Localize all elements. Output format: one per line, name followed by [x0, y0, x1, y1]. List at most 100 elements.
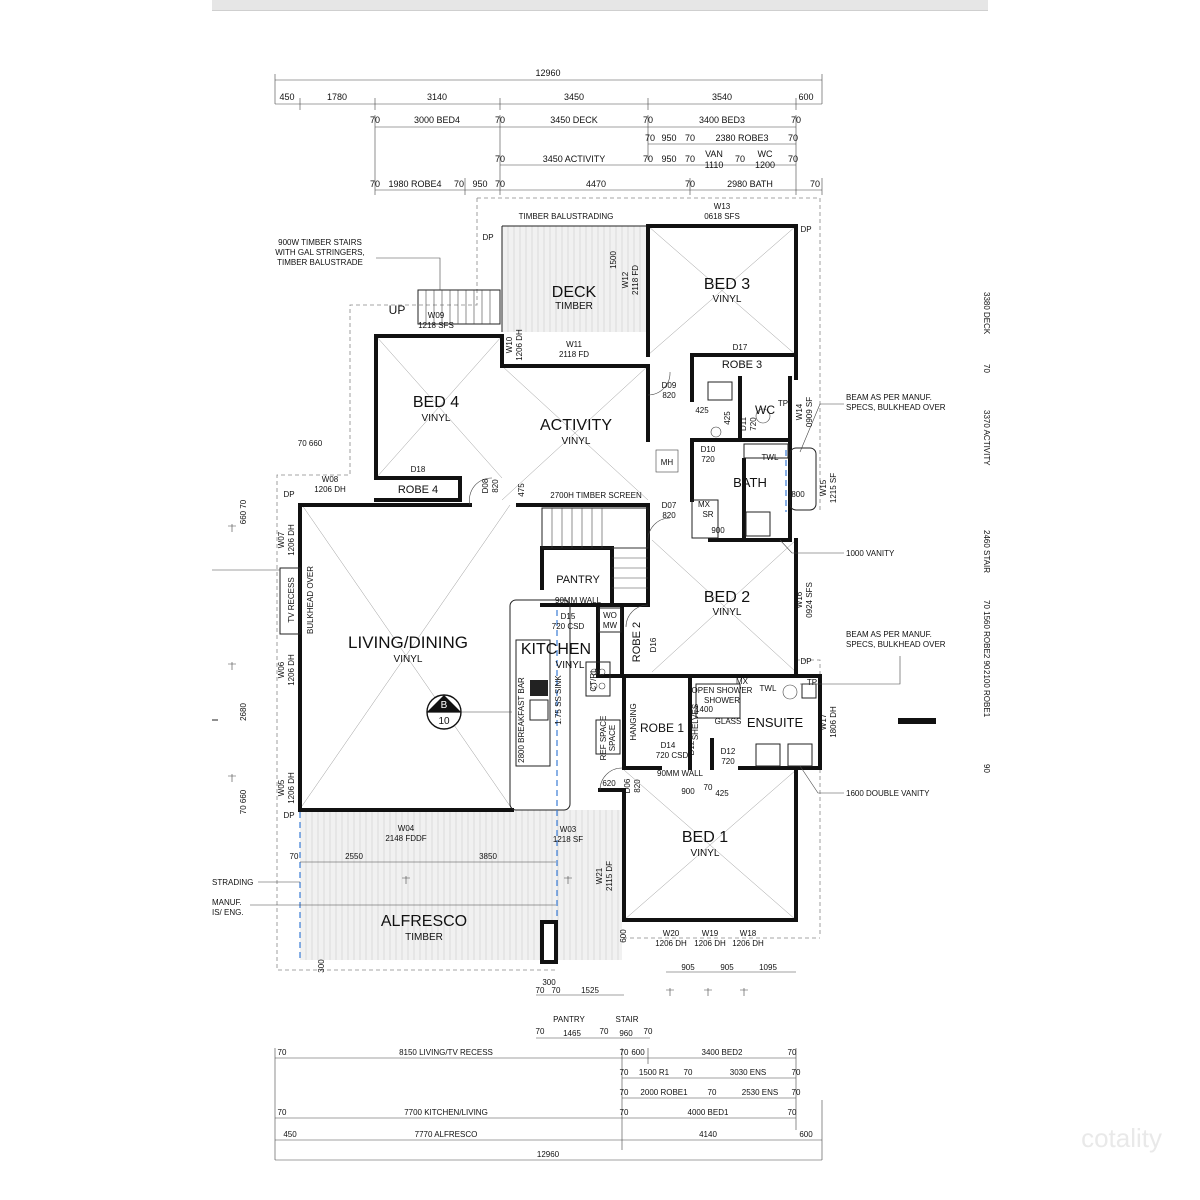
svg-text:70: 70 — [791, 115, 801, 125]
dim-3450: 3450 — [564, 92, 584, 102]
svg-text:820: 820 — [491, 479, 500, 493]
svg-text:3380 DECK: 3380 DECK — [982, 292, 991, 335]
svg-text:70: 70 — [552, 986, 561, 995]
svg-text:REF SPACE: REF SPACE — [599, 716, 608, 761]
dim-1780: 1780 — [327, 92, 347, 102]
svg-text:70: 70 — [792, 1068, 801, 1077]
svg-text:D11: D11 — [739, 416, 748, 431]
svg-text:2700H TIMBER SCREEN: 2700H TIMBER SCREEN — [550, 491, 642, 500]
svg-text:660 70: 660 70 — [239, 499, 248, 524]
svg-text:SPECS, BULKHEAD OVER: SPECS, BULKHEAD OVER — [846, 403, 946, 412]
svg-text:475: 475 — [517, 483, 526, 497]
svg-text:70: 70 — [495, 154, 505, 164]
svg-text:70: 70 — [620, 1108, 629, 1117]
svg-text:70: 70 — [704, 783, 713, 792]
svg-text:DP: DP — [283, 811, 294, 820]
svg-text:D10: D10 — [701, 445, 716, 454]
dim-deck: 3450 DECK — [550, 115, 598, 125]
svg-text:70: 70 — [620, 1068, 629, 1077]
svg-text:1525: 1525 — [581, 986, 599, 995]
svg-text:W18: W18 — [740, 929, 757, 938]
svg-text:820: 820 — [662, 511, 676, 520]
svg-text:70: 70 — [620, 1048, 629, 1057]
svg-text:90: 90 — [982, 764, 991, 773]
svg-text:VINYL: VINYL — [691, 848, 720, 859]
interior-fixtures — [279, 289, 817, 960]
svg-text:W20: W20 — [663, 929, 680, 938]
svg-text:70: 70 — [536, 986, 545, 995]
svg-text:D12: D12 — [687, 740, 696, 755]
svg-text:900: 900 — [711, 526, 725, 535]
svg-text:900W TIMBER STAIRS: 900W TIMBER STAIRS — [278, 238, 362, 247]
svg-text:SHOWER: SHOWER — [704, 696, 740, 705]
svg-text:1600 DOUBLE VANITY: 1600 DOUBLE VANITY — [846, 789, 930, 798]
svg-text:70: 70 — [788, 133, 798, 143]
dim-living-tv: 8150 LIVING/TV RECESS — [399, 1048, 493, 1057]
svg-text:4470: 4470 — [586, 179, 606, 189]
svg-text:VINYL: VINYL — [562, 436, 591, 447]
svg-text:70: 70 — [708, 1088, 717, 1097]
dim-bed2: 3400 BED2 — [702, 1048, 743, 1057]
svg-text:720: 720 — [701, 455, 715, 464]
deck-area — [501, 225, 648, 332]
svg-text:SHELVES: SHELVES — [691, 704, 700, 740]
svg-text:D08: D08 — [481, 478, 490, 493]
svg-text:70 660: 70 660 — [298, 439, 323, 448]
svg-text:425: 425 — [695, 406, 709, 415]
svg-text:1206 DH: 1206 DH — [655, 939, 687, 948]
dim-robe4: 1980 ROBE4 — [388, 179, 441, 189]
svg-text:IS/ ENG.: IS/ ENG. — [212, 908, 244, 917]
svg-text:70: 70 — [788, 1108, 797, 1117]
dim-kitchen-living: 7700 KITCHEN/LIVING — [404, 1108, 488, 1117]
svg-text:450: 450 — [283, 1130, 297, 1139]
svg-text:70: 70 — [278, 1048, 287, 1057]
svg-text:300: 300 — [542, 978, 556, 987]
svg-text:720: 720 — [749, 417, 758, 431]
svg-text:70: 70 — [684, 1068, 693, 1077]
svg-text:BEAM AS PER MANUF.: BEAM AS PER MANUF. — [846, 630, 932, 639]
dim-bed4: 3000 BED4 — [414, 115, 460, 125]
svg-text:BEAM AS PER MANUF.: BEAM AS PER MANUF. — [846, 393, 932, 402]
svg-text:MH: MH — [661, 458, 674, 467]
svg-text:2148 FDDF: 2148 FDDF — [385, 834, 426, 843]
svg-text:425: 425 — [723, 411, 732, 425]
svg-text:905: 905 — [681, 963, 695, 972]
svg-text:1206 DH: 1206 DH — [287, 524, 296, 556]
svg-text:DP: DP — [283, 490, 294, 499]
svg-text:70: 70 — [810, 179, 820, 189]
svg-text:1806 DH: 1806 DH — [829, 706, 838, 738]
svg-text:W06: W06 — [277, 661, 286, 678]
alfresco-area — [300, 810, 622, 960]
svg-text:70 1560 ROBE2 90: 70 1560 ROBE2 90 — [982, 600, 991, 670]
svg-text:D06: D06 — [623, 778, 632, 793]
room-labels: DECK TIMBER BED 3 VINYL BED 4 VINYL ACTI… — [348, 276, 803, 943]
svg-text:W15: W15 — [819, 479, 828, 496]
dim-3140: 3140 — [427, 92, 447, 102]
svg-text:W04: W04 — [398, 824, 415, 833]
svg-text:2000 ROBE1: 2000 ROBE1 — [640, 1088, 688, 1097]
dim-600: 600 — [798, 92, 813, 102]
room-bed1: BED 1 — [682, 829, 728, 846]
svg-text:2800 BREAKFAST BAR: 2800 BREAKFAST BAR — [517, 677, 526, 763]
svg-text:TWL: TWL — [762, 453, 779, 462]
svg-text:70: 70 — [620, 1088, 629, 1097]
svg-text:W12: W12 — [621, 271, 630, 288]
svg-text:70: 70 — [600, 1027, 609, 1036]
svg-text:VINYL: VINYL — [713, 607, 742, 618]
svg-text:1500 R1: 1500 R1 — [639, 1068, 670, 1077]
svg-text:VINYL: VINYL — [422, 413, 451, 424]
svg-text:W07: W07 — [277, 531, 286, 548]
room-living-dining: LIVING/DINING — [348, 633, 468, 652]
svg-text:4140: 4140 — [699, 1130, 717, 1139]
svg-text:STAIR: STAIR — [616, 1015, 639, 1024]
svg-text:1400: 1400 — [695, 705, 713, 714]
svg-text:W17: W17 — [819, 713, 828, 730]
svg-text:D17: D17 — [733, 343, 748, 352]
svg-text:W08: W08 — [322, 475, 339, 484]
svg-text:DP: DP — [482, 233, 493, 242]
svg-text:70: 70 — [644, 1027, 653, 1036]
svg-text:70: 70 — [788, 154, 798, 164]
svg-text:D12: D12 — [721, 747, 736, 756]
svg-text:2115 DF: 2115 DF — [605, 861, 614, 891]
svg-text:2100 ROBE1: 2100 ROBE1 — [982, 670, 991, 718]
